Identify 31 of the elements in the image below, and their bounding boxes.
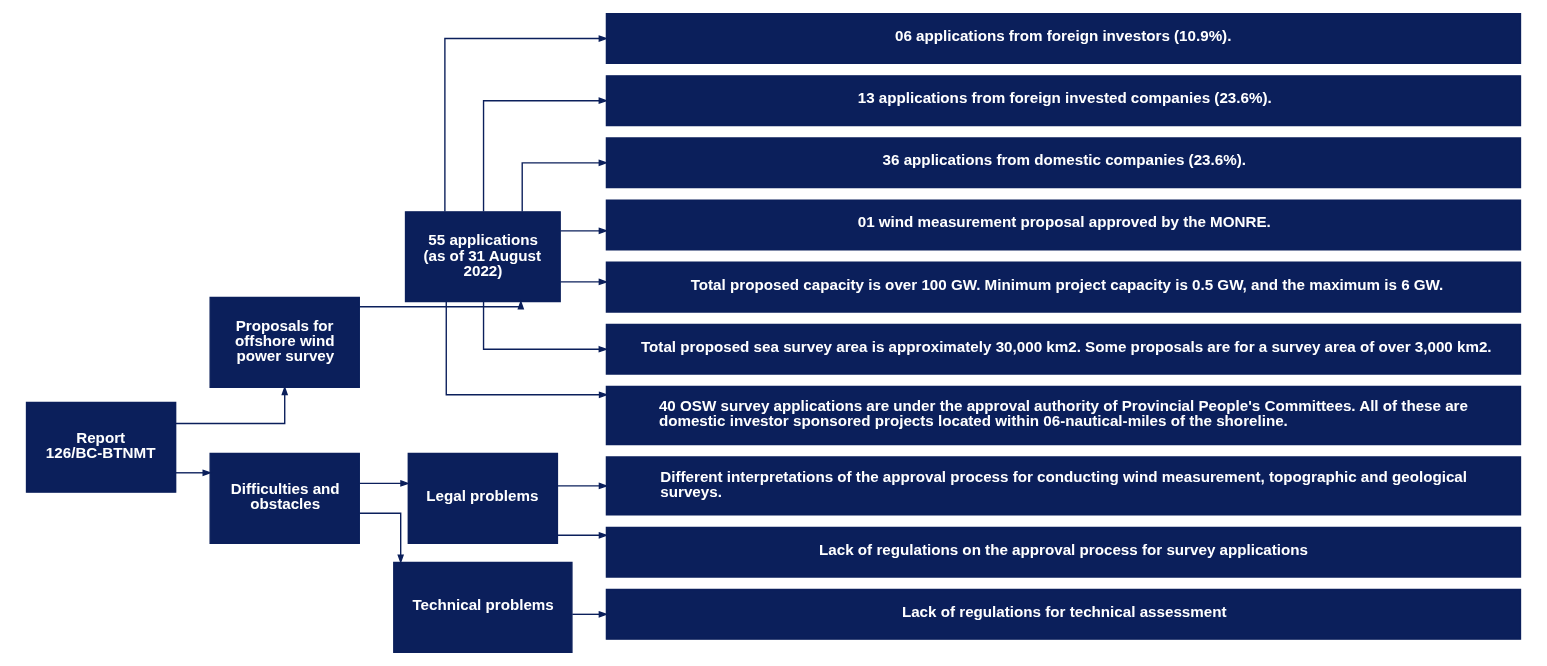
node-box: Proposals for offshore wind power survey — [209, 296, 360, 388]
node-box: Different interpretations of the approval process for conducting wind measurement, topographic and geological surveys. — [605, 456, 1522, 516]
node-box: 40 OSW survey applications are under the approval authority of Provincial People's Committees. All of these are domestic investor sponsored projects located within 06-nautical-miles of the shoreline. — [605, 385, 1522, 446]
arrow — [559, 278, 609, 286]
arrow — [175, 385, 289, 425]
node-box: Lack of regulations on the approval process for survey applications — [605, 526, 1522, 578]
node-box: Report 126/BC-BTNMT — [25, 401, 177, 493]
node-box: 36 applications from domestic companies (23.6%). — [605, 137, 1522, 189]
arrow — [521, 159, 609, 213]
arrow — [556, 482, 609, 490]
node-box: Total proposed sea survey area is approximately 30,000 km2. Some proposals are for a survey area of over 3,000 km2. — [605, 323, 1522, 375]
arrow — [175, 469, 213, 477]
node-box: 01 wind measurement proposal approved by the MONRE. — [605, 199, 1522, 251]
arrow — [358, 299, 525, 310]
node-box: 06 applications from foreign investors (10.9%). — [605, 13, 1522, 65]
arrow — [358, 480, 410, 487]
node-box: 55 applications (as of 31 August 2022) — [404, 211, 561, 303]
arrow — [571, 610, 609, 618]
node-box: Lack of regulations for technical assessment — [605, 588, 1522, 640]
arrow — [444, 35, 609, 213]
arrow — [559, 227, 609, 235]
node-box: Technical problems — [393, 561, 573, 653]
arrow — [556, 531, 609, 539]
node-box: Difficulties and obstacles — [209, 452, 360, 544]
arrow — [482, 97, 609, 213]
arrow — [445, 301, 609, 399]
node-box: 13 applications from foreign invested companies (23.6%). — [605, 75, 1522, 127]
node-box: Total proposed capacity is over 100 GW. Minimum project capacity is 0.5 GW, and the maximum is 6 GW. — [605, 261, 1522, 313]
arrow — [482, 301, 609, 353]
arrow — [358, 512, 405, 565]
node-box: Legal problems — [407, 452, 559, 544]
